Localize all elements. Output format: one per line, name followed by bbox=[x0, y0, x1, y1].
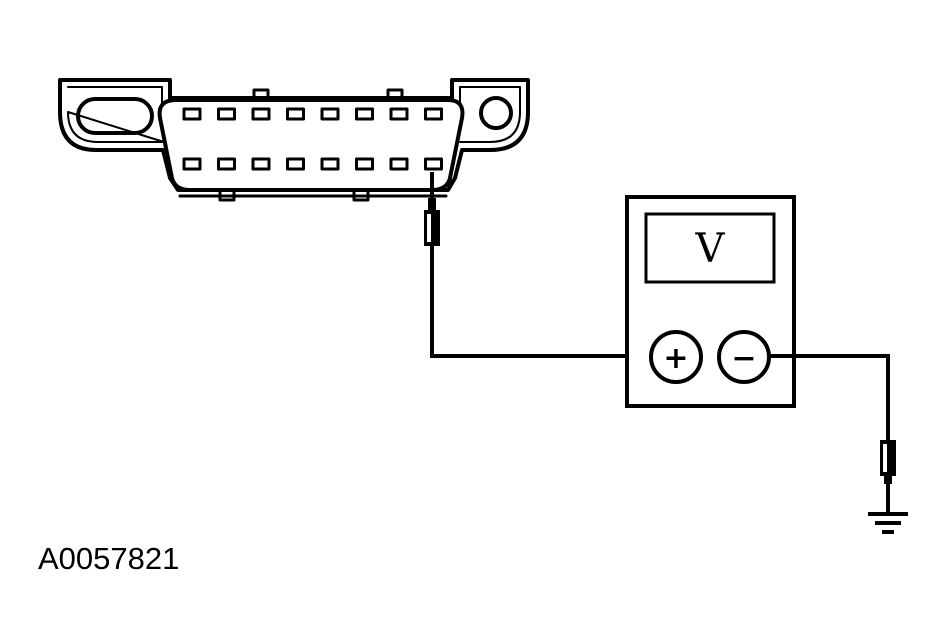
connector-pin bbox=[355, 157, 374, 171]
connector-pin bbox=[389, 107, 409, 121]
pin-row-top bbox=[182, 107, 443, 121]
negative-wire bbox=[769, 354, 890, 440]
multimeter-display-reading: V bbox=[695, 226, 726, 272]
positive-lead bbox=[424, 172, 650, 358]
mounting-hole bbox=[479, 96, 513, 130]
negative-lead bbox=[769, 354, 908, 534]
positive-terminal bbox=[649, 330, 703, 384]
connector-pin bbox=[320, 157, 340, 171]
connector-pin bbox=[286, 157, 305, 171]
connector-pin bbox=[355, 107, 374, 121]
multimeter: V + − bbox=[625, 195, 796, 408]
negative-terminal-label: − bbox=[731, 341, 756, 376]
connector-pin bbox=[251, 157, 271, 171]
connector-key-tab bbox=[386, 88, 404, 102]
connector-pin bbox=[217, 157, 236, 171]
connector-pin bbox=[217, 107, 236, 121]
connector-pin bbox=[389, 157, 409, 171]
connector-pin bbox=[424, 157, 443, 171]
probe-icon bbox=[424, 198, 440, 246]
multimeter-display bbox=[644, 212, 776, 284]
positive-wire-run bbox=[430, 246, 650, 358]
connector-key-tab bbox=[252, 88, 270, 102]
connector-pin bbox=[182, 107, 202, 121]
obd-connector bbox=[58, 78, 530, 202]
figure-id-label: A0057821 bbox=[38, 541, 179, 576]
connector-flange-inner bbox=[67, 86, 521, 143]
connector-flange bbox=[58, 78, 530, 192]
connector-body bbox=[157, 98, 465, 192]
probe-icon bbox=[880, 440, 896, 484]
connector-pin bbox=[182, 157, 202, 171]
mounting-slot bbox=[76, 97, 154, 135]
ground-icon bbox=[868, 512, 908, 534]
positive-terminal-label: + bbox=[663, 341, 688, 376]
connector-pin bbox=[286, 107, 305, 121]
connector-pin bbox=[424, 107, 443, 121]
pin-row-bottom bbox=[182, 157, 443, 171]
connector-pin bbox=[251, 107, 271, 121]
connector-pin bbox=[320, 107, 340, 121]
